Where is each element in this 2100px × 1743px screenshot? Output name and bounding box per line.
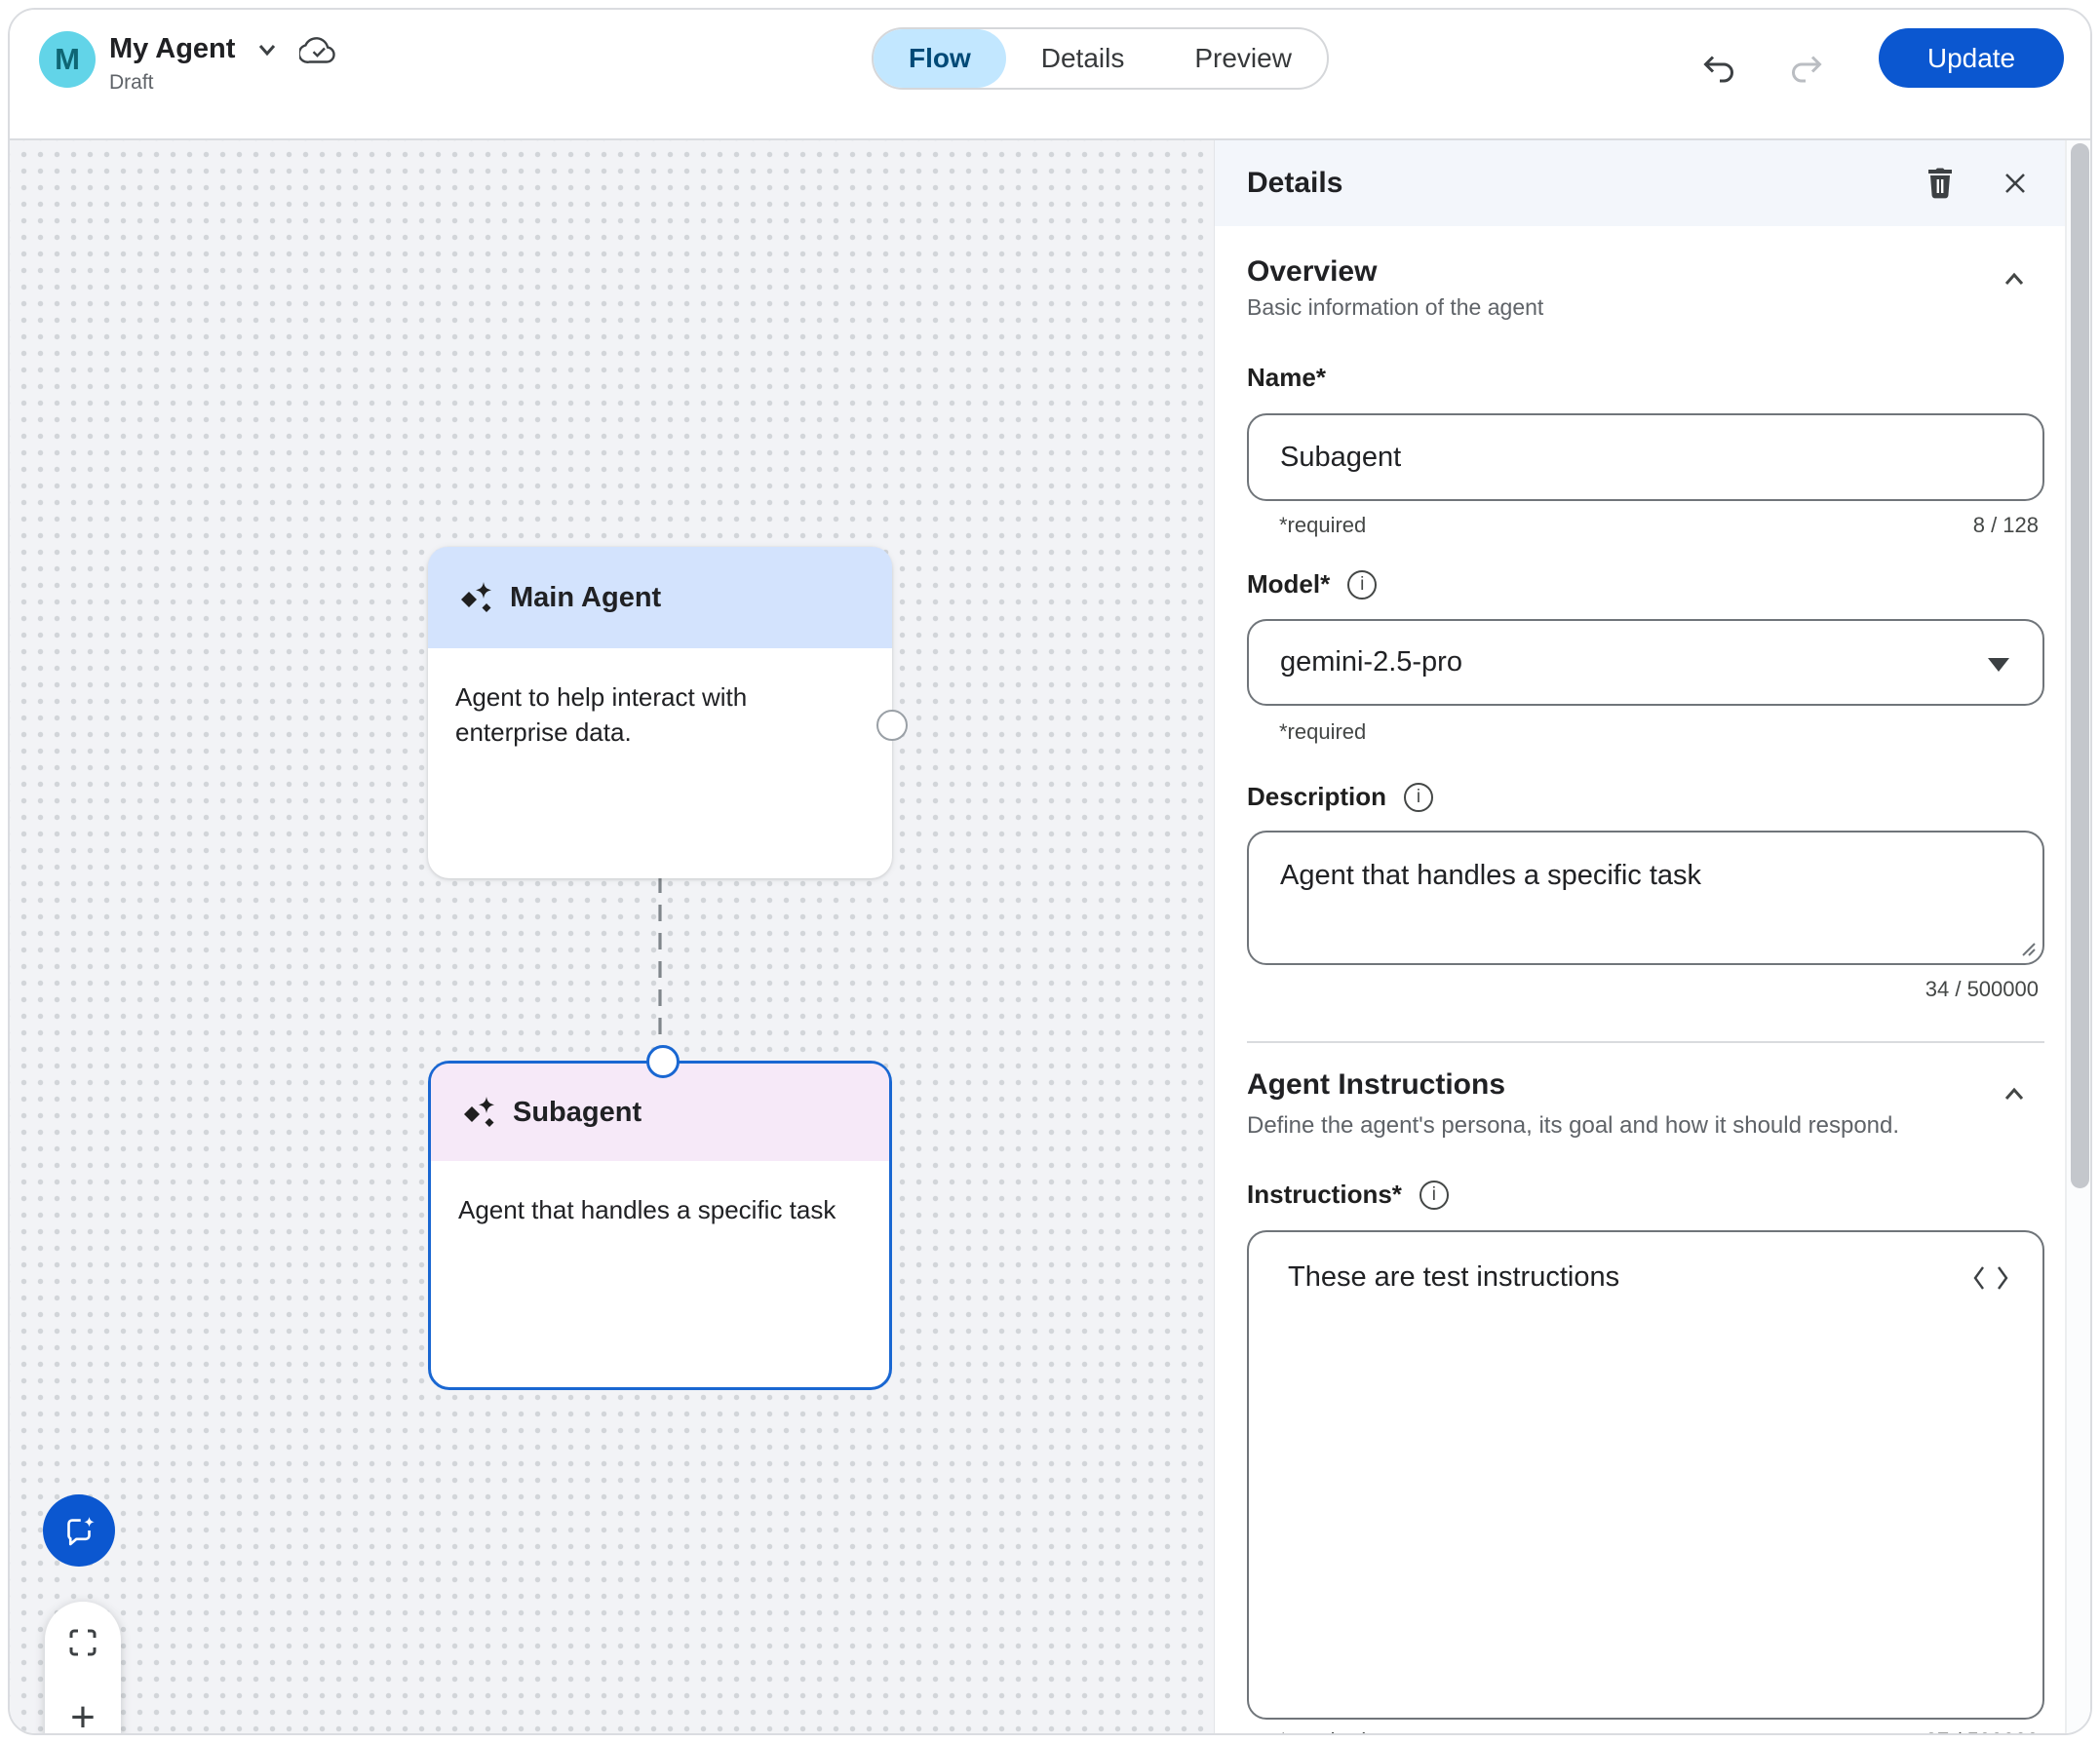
trash-icon [1926,168,1954,199]
node-description: Agent to help interact with enterprise d… [455,682,748,747]
instructions-helper-row: *required 27 / 500000 [1279,1728,2039,1733]
zoom-in-button[interactable]: + [70,1693,96,1735]
description-textarea[interactable]: Agent that handles a specific task [1247,831,2044,965]
canvas-zoom-toolbar: + − [45,1602,121,1735]
chevron-up-icon [1998,263,2031,296]
name-helper-row: *required 8 / 128 [1279,513,2039,538]
redo-button[interactable] [1788,49,1827,88]
app-window: M My Agent Draft [8,8,2092,1735]
spark-icon [462,1095,497,1130]
code-brackets-icon [1972,1265,2009,1291]
panel-scrollbar-thumb[interactable] [2071,143,2089,1188]
instructions-collapse-button[interactable] [1998,1078,2031,1111]
model-select-value: gemini-2.5-pro [1280,646,1462,678]
model-required-hint: *required [1279,719,1367,744]
node-title: Main Agent [510,581,662,613]
info-icon[interactable]: i [1419,1180,1449,1210]
undo-icon [1698,49,1737,88]
model-select[interactable]: gemini-2.5-pro [1247,619,2044,706]
instructions-section-heading: Agent Instructions [1247,1068,1506,1101]
panel-title: Details [1247,167,1343,199]
node-subagent-header: Subagent [431,1064,889,1161]
flow-canvas[interactable]: Main Agent Agent to help interact with e… [10,140,1214,1735]
node-main-agent-header: Main Agent [428,547,892,648]
info-icon[interactable]: i [1347,569,1378,600]
close-panel-button[interactable] [2001,169,2030,198]
chevron-up-icon [1998,1078,2031,1111]
select-caret-icon [1988,658,2009,672]
redo-icon [1788,49,1827,88]
resize-grip-icon[interactable] [2017,938,2037,957]
info-icon[interactable]: i [1404,782,1434,812]
overview-collapse-button[interactable] [1998,263,2031,296]
node-output-handle[interactable] [876,710,908,741]
fit-view-button[interactable] [67,1627,98,1658]
instructions-value: These are test instructions [1288,1261,1620,1293]
tab-preview[interactable]: Preview [1159,29,1327,88]
details-panel: Details [1214,140,2090,1733]
overview-section-subheading: Basic information of the agent [1247,294,1544,320]
chat-sparkle-icon [58,1510,99,1551]
spark-icon [459,580,494,615]
feedback-chat-button[interactable] [43,1494,115,1567]
details-panel-header: Details [1215,140,2065,226]
name-required-hint: *required [1279,513,1367,537]
name-char-counter: 8 / 128 [1972,513,2039,537]
code-view-button[interactable] [1972,1265,2009,1291]
model-field-label: Model* i [1247,569,1378,600]
agent-menu-chevron-button[interactable] [253,35,282,64]
name-field-label: Name* [1247,363,1326,392]
description-field-label: Description i [1247,782,1434,812]
top-bar: M My Agent Draft [10,10,2090,140]
node-input-handle[interactable] [646,1045,680,1078]
update-button[interactable]: Update [1879,28,2064,88]
close-icon [2001,169,2030,198]
instructions-section-subheading: Define the agent's persona, its goal and… [1247,1112,1900,1139]
panel-scrollbar-track[interactable] [2065,140,2090,1733]
view-switcher: Flow Details Preview [872,27,1329,90]
page-title: My Agent [109,33,236,64]
undo-button[interactable] [1698,49,1737,88]
overview-section-heading: Overview [1247,255,1378,288]
instructions-char-counter: 27 / 500000 [1925,1728,2039,1733]
agent-avatar: M [39,31,96,88]
agent-title-block: My Agent Draft [109,33,338,95]
description-value: Agent that handles a specific task [1280,860,1702,891]
tab-details[interactable]: Details [1006,29,1160,88]
node-subagent[interactable]: Subagent Agent that handles a specific t… [428,1045,892,1390]
model-helper-row: *required [1279,719,2039,745]
edge-main-to-subagent [658,876,662,1052]
section-divider [1247,1041,2044,1043]
instructions-field-label: Instructions* i [1247,1180,1449,1210]
node-title: Subagent [513,1096,642,1128]
draft-status-label: Draft [109,71,154,94]
instructions-required-hint: *required [1279,1728,1366,1733]
chevron-down-icon [253,35,282,64]
description-char-counter: 34 / 500000 [1925,977,2039,1001]
node-main-agent[interactable]: Main Agent Agent to help interact with e… [428,547,908,878]
delete-node-button[interactable] [1926,168,1954,199]
instructions-textarea[interactable]: These are test instructions [1247,1230,2044,1720]
name-input[interactable] [1247,413,2044,501]
node-description: Agent that handles a specific task [458,1195,836,1224]
tab-flow[interactable]: Flow [874,29,1006,88]
cloud-done-icon [299,34,338,65]
description-helper-row: 34 / 500000 [1279,977,2039,1002]
fit-view-icon [67,1627,98,1658]
